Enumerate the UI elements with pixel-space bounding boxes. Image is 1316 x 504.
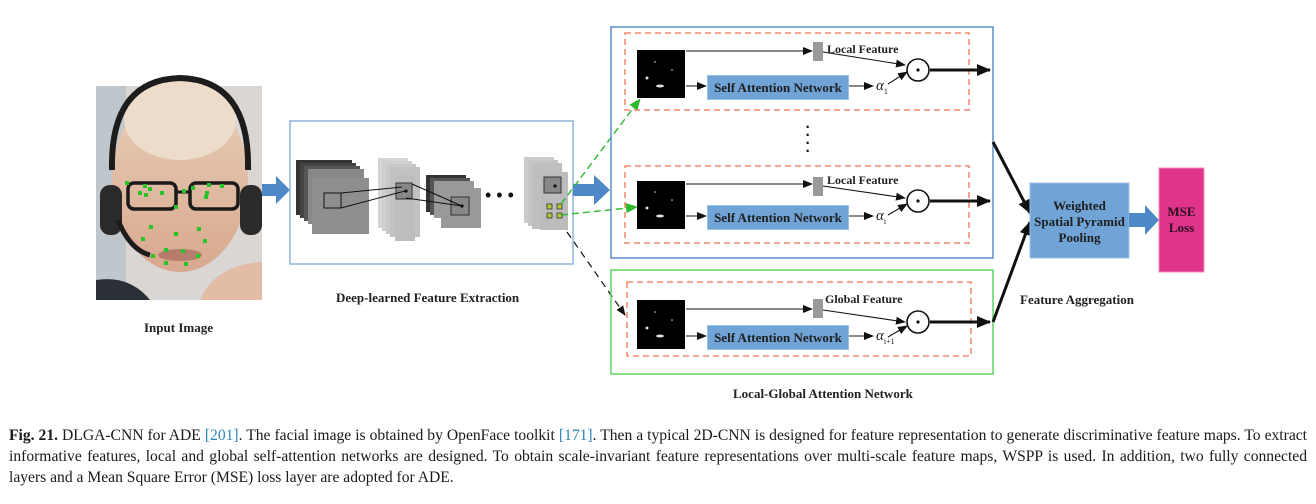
local-feature-label-1: Local Feature [827,42,899,56]
flow-arrow-1 [262,176,290,204]
landmark-marker [143,184,147,188]
cnn-layer-stack-2 [378,158,420,241]
wspp-label: Weighted Spatial Pyramid Pooling [1030,198,1129,246]
caption-ref-171[interactable]: [171] [558,427,593,444]
landmark-marker [164,248,168,252]
landmark-marker [138,191,142,195]
aggregation-arrow-global [991,221,1032,323]
self-attention-network-i: Self Attention Network [707,205,849,230]
alpha-i: αi [876,208,887,226]
landmark-marker [196,254,200,258]
branch-box-2 [624,165,970,244]
self-attention-network-1: Self Attention Network [707,75,849,100]
landmark-marker [181,249,185,253]
local-patch-link-2 [560,203,638,216]
flow-arrow-2 [573,175,610,205]
layers-ellipsis: • • • [485,185,514,205]
feature-map-local-1 [637,50,685,98]
input-image-label: Input Image [144,320,213,335]
caption-text-3: . Then a typical 2D-CNN is designed for … [9,427,1307,486]
cnn-layer-stack-1 [296,160,369,234]
caption-text-1: DLGA-CNN for ADE [58,427,205,444]
landmark-marker [141,237,145,241]
landmark-marker [203,239,207,243]
branch-box-3 [626,281,972,357]
cnn-layer-stack-final [524,157,568,230]
facial-landmarks [125,181,224,266]
mse-loss-box [1158,167,1205,273]
vertical-ellipsis: ···· [804,113,811,162]
mse-line-1: MSE [1167,204,1196,219]
landmark-marker [205,191,209,195]
landmark-marker [174,205,178,209]
mse-line-2: Loss [1168,220,1195,235]
flow-arrow-3 [1129,205,1159,235]
attention-network-label: Local-Global Attention Network [733,386,913,401]
input-face-image [96,74,262,300]
landmark-marker [220,184,224,188]
landmark-marker [197,227,201,231]
landmark-marker [149,225,153,229]
landmark-marker [144,193,148,197]
alpha-1: α1 [876,78,888,96]
global-link [566,231,626,316]
wspp-line-3: Pooling [1058,230,1101,245]
landmark-marker [204,195,208,199]
self-attention-network-global: Self Attention Network [707,325,849,350]
landmark-marker [160,191,164,195]
global-feature-label: Global Feature [825,292,903,306]
landmark-marker [207,183,211,187]
landmark-marker [174,232,178,236]
branch-2-wiring [686,177,991,220]
figure-caption: Fig. 21. DLGA-CNN for ADE [201]. The fac… [9,425,1307,488]
aggregation-arrow-local [991,141,1032,214]
caption-fig-label: Fig. 21. [9,427,59,444]
wspp-line-1: Weighted [1053,198,1106,213]
branch-1-wiring [686,42,991,90]
branch-3-wiring [686,299,991,340]
alpha-i-plus-1: αi+1 [876,328,895,346]
feature-aggregation-label: Feature Aggregation [1020,292,1134,307]
wspp-line-2: Spatial Pyramid [1034,214,1125,229]
landmark-marker [191,186,195,190]
wspp-box [1029,182,1130,259]
local-feature-label-i: Local Feature [827,173,899,187]
landmark-marker [151,254,155,258]
landmark-marker [182,189,186,193]
caption-text-2: . The facial image is obtained by OpenFa… [238,427,559,444]
feature-extraction-label: Deep-learned Feature Extraction [336,290,520,305]
landmark-marker [125,181,129,185]
mse-loss-label: MSE Loss [1159,204,1204,236]
feature-map-global [637,300,685,349]
diagram-canvas: • • • [96,26,1205,375]
landmark-marker [164,261,168,265]
landmark-marker [184,262,188,266]
dlga-cnn-diagram: • • • [96,26,1205,401]
caption-ref-201[interactable]: [201] [204,427,239,444]
feature-map-local-i [637,181,685,229]
landmark-marker [148,187,152,191]
